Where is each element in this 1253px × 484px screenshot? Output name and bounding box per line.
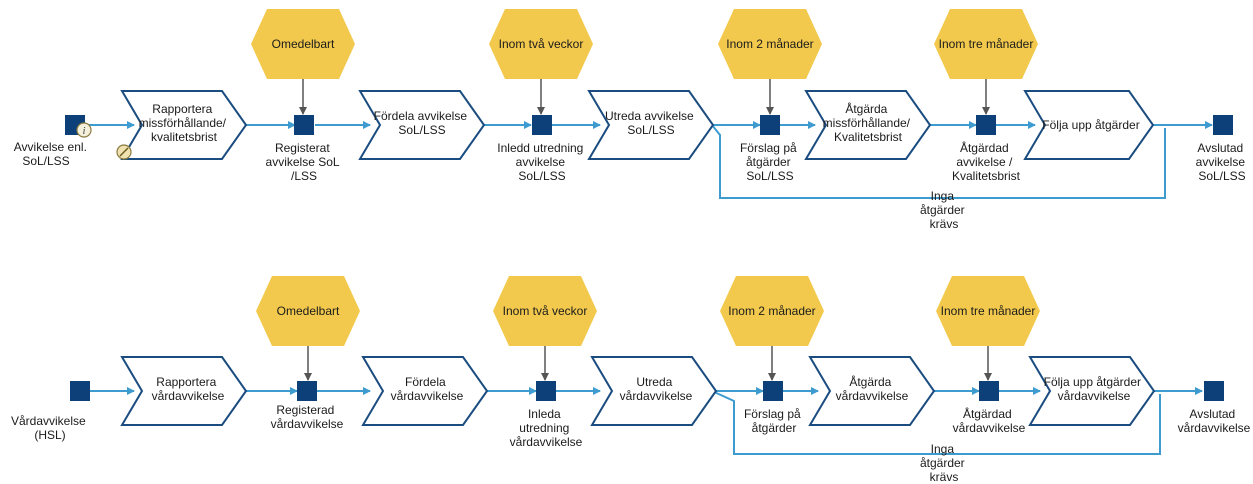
row1-timing-inom-2-manader: Inom 2 månader <box>718 9 822 115</box>
hex-label: Omedelbart <box>272 37 335 51</box>
row2-func-atgarda[interactable]: Åtgärda vårdavvikelse <box>808 356 936 426</box>
svg-text:Följa upp åtgärder: Följa upp åtgärder <box>1042 118 1139 132</box>
hex-label: Inom tre månader <box>939 37 1034 51</box>
hex-label: Inom två veckor <box>503 304 588 318</box>
row1-event-forslag[interactable] <box>760 115 780 135</box>
row1-func-atgarda[interactable]: Åtgärda missförhållande/ Kvalitetsbrist <box>804 90 932 160</box>
row2-func-fordela[interactable]: Fördela vårdavvikelse <box>361 356 489 426</box>
row2-func-utreda[interactable]: Utreda vårdavvikelse <box>590 356 718 426</box>
row2-timing-inom-tva-veckor: Inom två veckor <box>493 276 597 381</box>
row2-event-forslag[interactable] <box>763 381 783 401</box>
info-icon[interactable]: i <box>76 122 92 138</box>
hex-label: Inom 2 månader <box>726 37 813 51</box>
row1-end-event[interactable] <box>1213 115 1233 135</box>
row1-func-fordela[interactable]: Fördela avvikelse SoL/LSS <box>358 90 486 160</box>
svg-text:Fördela avvikelse SoL/: Fördela avvikelse SoL/LSS <box>374 109 471 137</box>
row2-timing-inom-2-manader: Inom 2 månader <box>720 276 824 381</box>
row1-event3-label: Förslag på åtgärder SoL/LSS <box>740 141 800 183</box>
row1-func-folja-upp[interactable]: Följa upp åtgärder <box>1023 90 1155 160</box>
row2-event3-label: Förslag på åtgärder <box>744 407 804 435</box>
row2-func-rapportera[interactable]: Rapportera vårdavvikelse <box>120 356 248 426</box>
svg-text:i: i <box>83 126 86 137</box>
row1-timing-inom-tva-veckor: Inom två veckor <box>489 9 593 115</box>
row2-start-event[interactable] <box>70 381 90 401</box>
row1-func-utreda[interactable]: Utreda avvikelse SoL/LSS <box>587 90 715 160</box>
svg-text:Rapportera missförhåll: Rapportera missförhållande/ kvalitetsbri… <box>139 102 230 144</box>
tool-icon[interactable] <box>116 144 132 160</box>
row1-event2-label: Inledd utredning avvikelse SoL/LSS <box>497 141 586 183</box>
row2-bypass-label: Inga åtgärder krävs <box>920 442 968 484</box>
row2-end-label: Avslutad vårdavvikelse <box>1178 407 1251 435</box>
hex-label: Inom tre månader <box>941 304 1036 318</box>
row1-bypass-label: Inga åtgärder krävs <box>920 189 968 231</box>
svg-text:Åtgärda missförhålland: Åtgärda missförhållande/ Kvalitetsbrist <box>823 101 914 144</box>
row2-timing-omedelbart: Omedelbart <box>256 276 360 381</box>
row1-event-inledd[interactable] <box>532 115 552 135</box>
row2-end-event[interactable] <box>1204 381 1224 401</box>
row2-event2-label: Inleda utredning vårdavvikelse <box>510 407 583 449</box>
svg-text:Åtgärda vårdavvikelse: Åtgärda vårdavvikelse <box>836 374 909 403</box>
svg-text:Fördela vårdavvikelse: Fördela vårdavvikelse <box>391 375 464 403</box>
row1-func-rapportera[interactable]: Rapportera missförhållande/ kvalitetsbri… <box>120 90 248 160</box>
row1-timing-inom-tre-manader: Inom tre månader <box>934 9 1038 115</box>
svg-text:Följa upp åtgärder vår: Följa upp åtgärder vårdavvikelse <box>1044 375 1145 403</box>
row2-timing-inom-tre-manader: Inom tre månader <box>936 276 1040 381</box>
row2-event1-label: Registerad vårdavvikelse <box>271 403 344 431</box>
row2-event-atgardad[interactable] <box>979 381 999 401</box>
row1-end-label: Avslutad avvikelse SoL/LSS <box>1196 141 1249 183</box>
row1-event1-label: Registerat avvikelse SoL /LSS <box>266 141 343 183</box>
hex-label: Inom 2 månader <box>728 304 815 318</box>
svg-text:Rapportera vårdavvikel: Rapportera vårdavvikelse <box>152 375 225 403</box>
row2: Omedelbart Inom två veckor Inom 2 månade… <box>11 276 1251 484</box>
row2-flow-lines <box>89 387 1203 455</box>
hex-label: Inom två veckor <box>499 37 584 51</box>
row1-timing-omedelbart: Omedelbart <box>251 9 355 115</box>
row1-start-label: Avvikelse enl. SoL/LSS <box>14 140 91 168</box>
row2-event-inleda[interactable] <box>536 381 556 401</box>
row1-event-registerat[interactable] <box>294 115 314 135</box>
svg-text:Utreda avvikelse SoL/L: Utreda avvikelse SoL/LSS <box>605 109 697 137</box>
hex-label: Omedelbart <box>277 304 340 318</box>
row2-event-registerad[interactable] <box>297 381 317 401</box>
row2-start-label: Vårdavvikelse (HSL) <box>11 414 89 442</box>
row2-event4-label: Åtgärdad vårdavvikelse <box>953 406 1026 435</box>
row1-event4-label: Åtgärdad avvikelse / Kvalitetsbrist <box>952 140 1021 183</box>
row1: Omedelbart Inom två veckor Inom 2 månade… <box>14 9 1249 231</box>
svg-text:Utreda vårdavvikelse: Utreda vårdavvikelse <box>620 375 693 403</box>
row2-func-folja-upp[interactable]: Följa upp åtgärder vårdavvikelse <box>1028 356 1156 426</box>
row1-event-atgardad[interactable] <box>976 115 996 135</box>
